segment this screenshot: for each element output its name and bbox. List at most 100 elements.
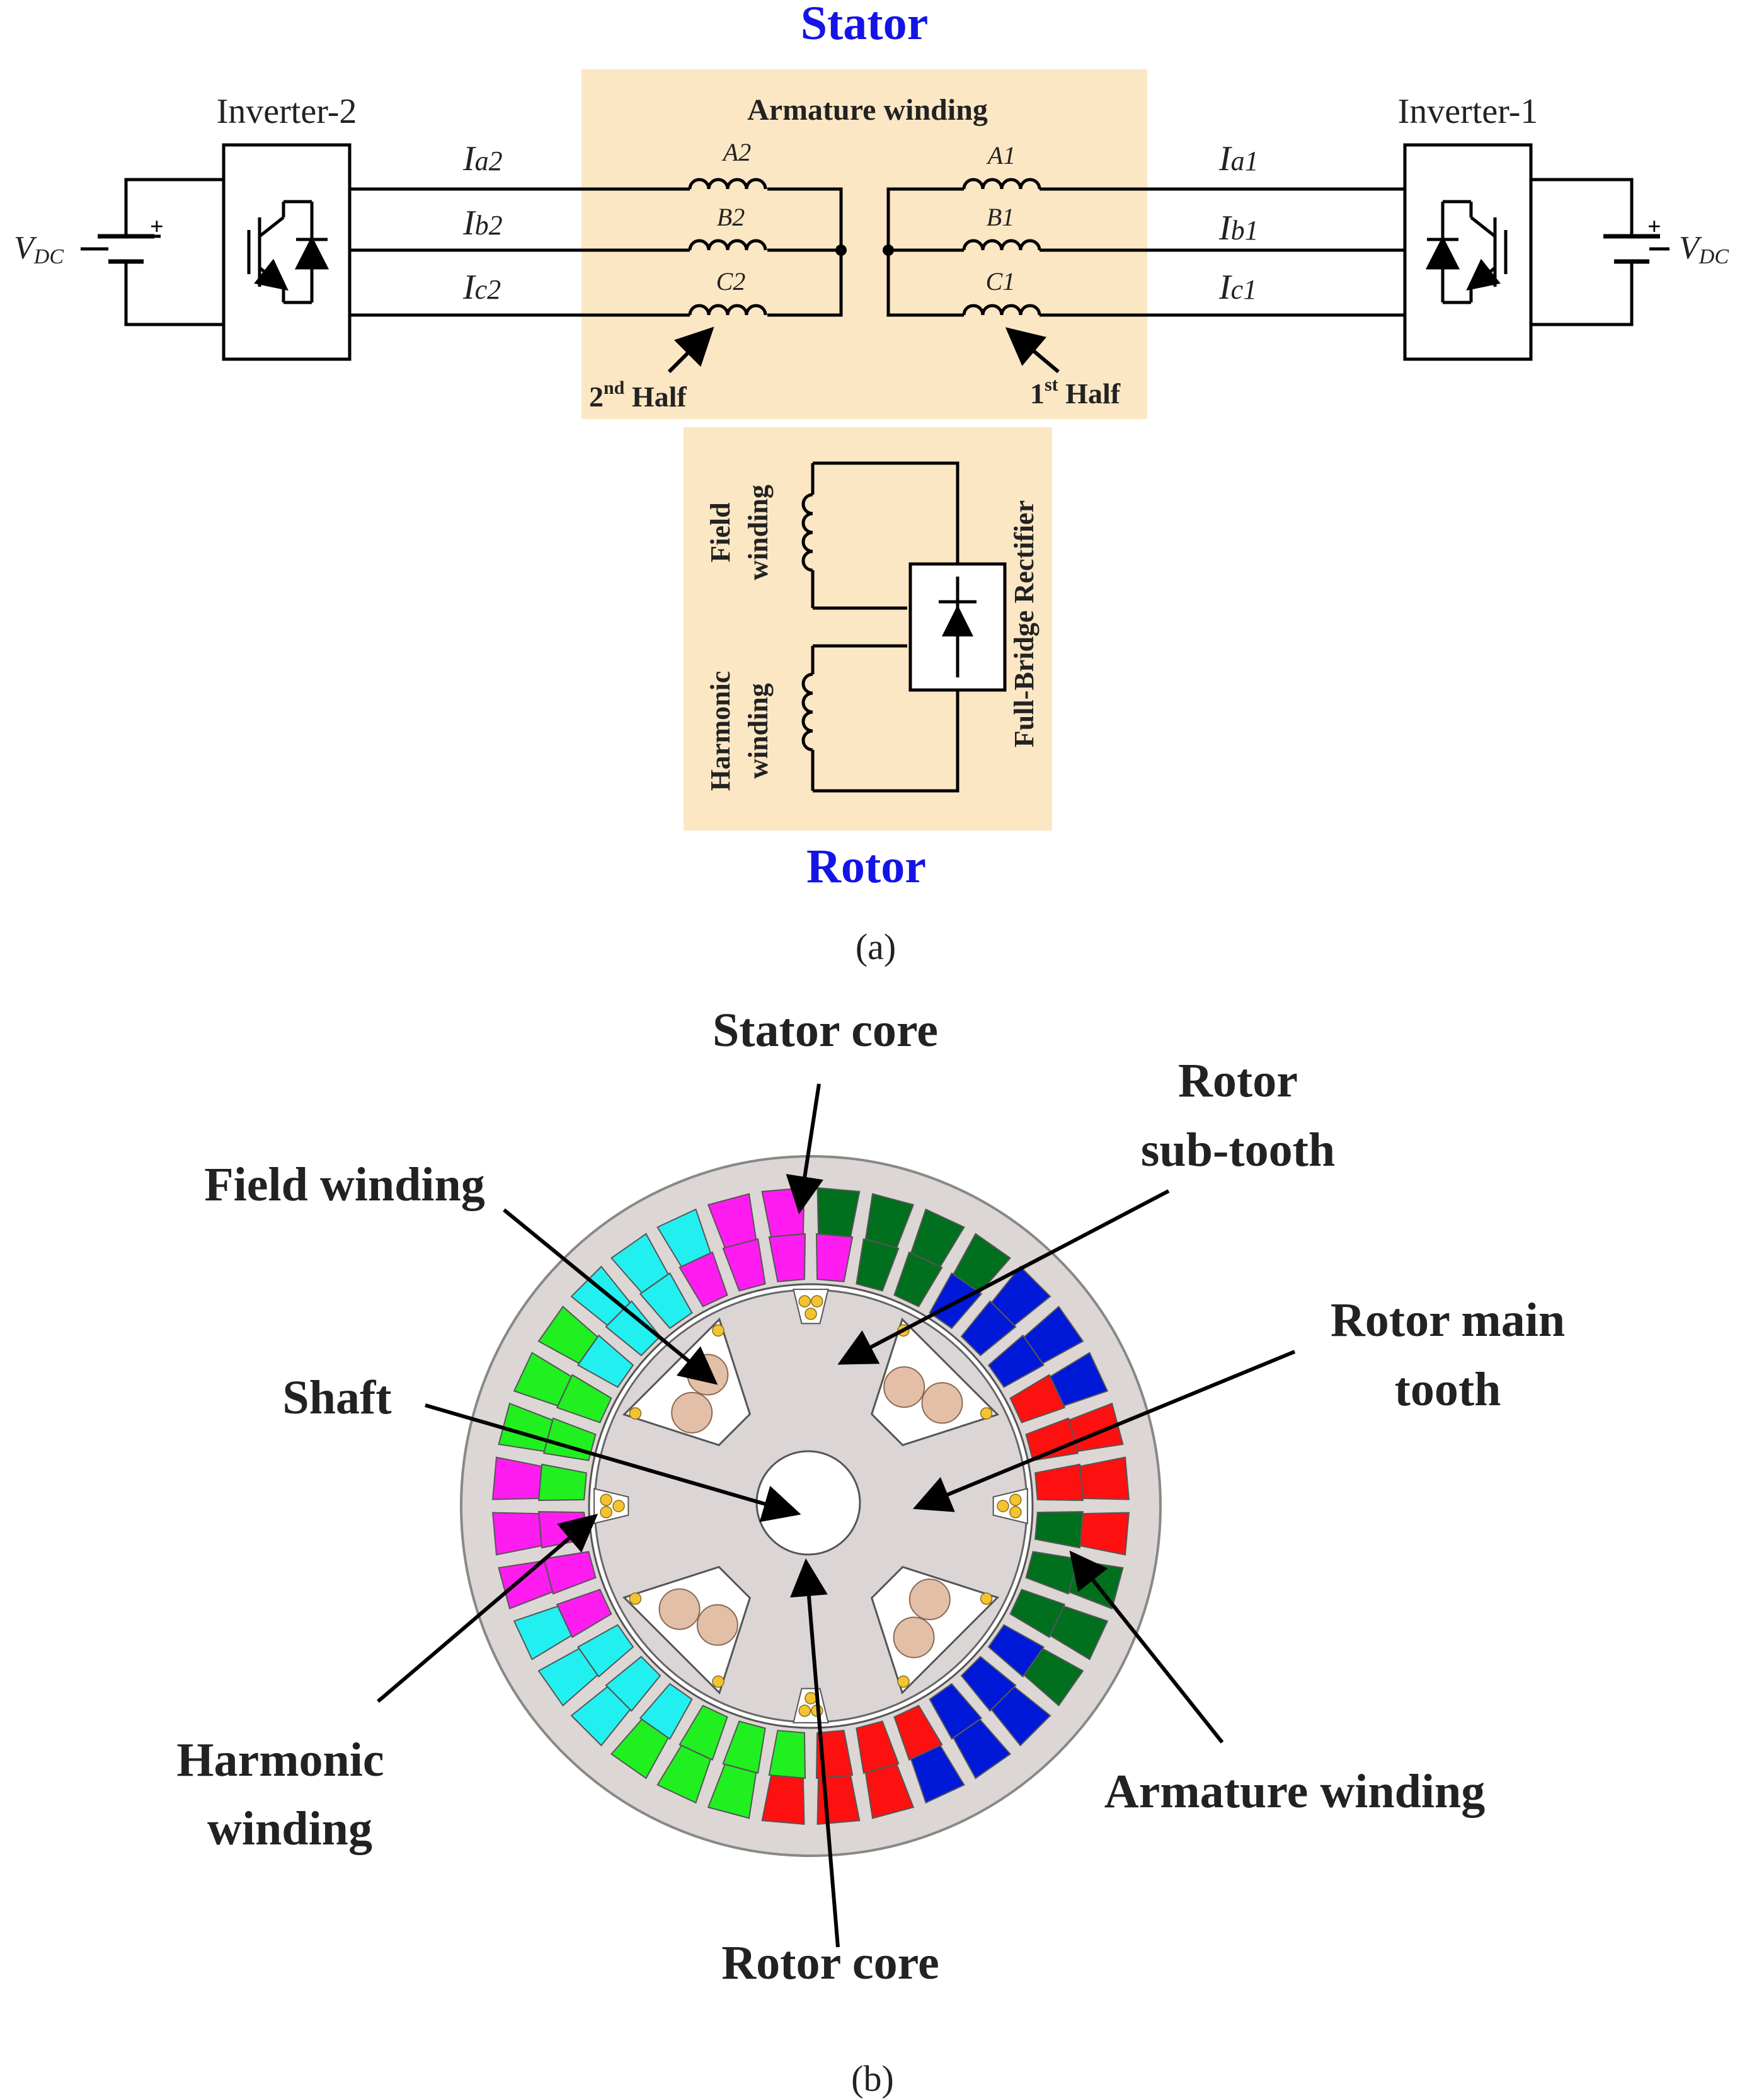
field-conductor bbox=[658, 1588, 701, 1630]
harmonic-conductor bbox=[612, 1500, 625, 1512]
armature-conductor bbox=[679, 1251, 728, 1308]
rotor-sub-tooth-label-1: Rotor bbox=[1178, 1054, 1298, 1107]
armature-conductor bbox=[864, 1763, 915, 1819]
coil-label-c1: C1 bbox=[986, 267, 1016, 296]
armature-conductor bbox=[893, 1705, 943, 1761]
half-2-label: 2nd Half bbox=[589, 377, 687, 413]
harmonic-winding-label-2: winding bbox=[207, 1802, 372, 1855]
harmonic-coil bbox=[801, 672, 813, 752]
armature-conductor bbox=[605, 1300, 662, 1357]
armature-conductor bbox=[605, 1655, 662, 1712]
field-conductor bbox=[671, 1391, 713, 1434]
harmonic-conductor bbox=[997, 1500, 1009, 1512]
harmonic-conductor bbox=[805, 1308, 817, 1320]
field-coil bbox=[801, 493, 813, 572]
current-ic2: Ic2 bbox=[462, 268, 501, 307]
rotor-main-tooth-label-1: Rotor main bbox=[1331, 1294, 1565, 1347]
armature-slots bbox=[492, 1187, 1130, 1825]
inverter-2-label: Inverter-2 bbox=[217, 92, 357, 131]
stator-core-label: Stator core bbox=[713, 1004, 938, 1057]
plus-sign-left: + bbox=[150, 214, 164, 240]
rotor-core-label: Rotor core bbox=[721, 1936, 939, 1989]
armature-winding-heading: Armature winding bbox=[747, 93, 988, 127]
harmonic-conductor bbox=[798, 1295, 811, 1308]
armature-conductor bbox=[707, 1193, 757, 1249]
armature-conductor bbox=[1009, 1589, 1066, 1638]
armature-conductor bbox=[987, 1334, 1045, 1388]
armature-conductor bbox=[1023, 1306, 1084, 1364]
armature-conductor bbox=[656, 1744, 712, 1804]
armature-conductor bbox=[537, 1648, 598, 1706]
caption-b: (b) bbox=[851, 2058, 894, 2099]
dc-source-right bbox=[1531, 178, 1670, 326]
armature-conductor bbox=[990, 1686, 1051, 1747]
field-conductor bbox=[893, 1616, 935, 1659]
coil-label-b2: B2 bbox=[717, 203, 745, 231]
figure-b-labels: Stator core Rotor sub-tooth Field windin… bbox=[176, 1004, 1565, 1989]
half-1-arrow bbox=[1005, 327, 1060, 374]
armature-conductor bbox=[893, 1251, 943, 1308]
armature-conductor bbox=[639, 1682, 693, 1740]
inverter-1-label: Inverter-1 bbox=[1398, 92, 1538, 131]
armature-conductor bbox=[722, 1238, 766, 1292]
armature-conductor bbox=[1023, 1648, 1084, 1706]
rotor-sub-tooth-label-2: sub-tooth bbox=[1141, 1124, 1335, 1176]
field-conductor bbox=[696, 1604, 738, 1646]
armature-conductor bbox=[856, 1720, 900, 1774]
armature-conductor bbox=[929, 1682, 983, 1740]
current-ia2: Ia2 bbox=[462, 139, 503, 178]
armature-conductor bbox=[815, 1233, 854, 1282]
armature-conductor bbox=[498, 1560, 554, 1610]
harmonic-conductor bbox=[897, 1675, 910, 1688]
armature-conductor bbox=[768, 1730, 806, 1779]
armature-conductor bbox=[576, 1334, 634, 1388]
harmonic-conductor bbox=[712, 1324, 724, 1337]
current-ia1: Ia1 bbox=[1218, 139, 1259, 178]
current-ib1: Ib1 bbox=[1218, 209, 1259, 248]
stator-core-arrow bbox=[786, 1083, 823, 1214]
armature-conductor bbox=[910, 1208, 965, 1268]
rotor-main-tooth-arrow bbox=[912, 1350, 1296, 1512]
harmonic-conductor bbox=[980, 1407, 993, 1420]
armature-conductor bbox=[910, 1744, 965, 1804]
current-ic1: Ic1 bbox=[1218, 268, 1257, 307]
armature-conductor bbox=[610, 1233, 669, 1294]
harmonic-conductor bbox=[1009, 1493, 1022, 1507]
shaft-arrow bbox=[425, 1403, 801, 1522]
armature-conductor bbox=[570, 1265, 631, 1326]
rotor-core-arrow bbox=[790, 1558, 840, 1948]
armature-conductor bbox=[492, 1512, 542, 1556]
armature-conductor bbox=[1009, 1374, 1066, 1423]
plus-sign-right: + bbox=[1647, 214, 1661, 240]
harmonic-winding-label-2: winding bbox=[743, 683, 774, 779]
inverter-1-box bbox=[1403, 143, 1533, 361]
armature-conductor bbox=[610, 1718, 669, 1780]
caption-a: (a) bbox=[856, 926, 896, 967]
armature-conductor bbox=[556, 1374, 612, 1423]
field-winding-arrow bbox=[503, 1208, 718, 1385]
rectifier-diode bbox=[942, 605, 973, 636]
vdc-left: VDC bbox=[14, 230, 64, 268]
rotor-sub-tooth-arrow bbox=[837, 1189, 1170, 1365]
shaft bbox=[755, 1450, 861, 1556]
armature-conductor bbox=[570, 1686, 631, 1747]
harmonic-conductor bbox=[629, 1407, 642, 1420]
current-ib2: Ib2 bbox=[462, 204, 503, 243]
armature-conductor bbox=[538, 1463, 587, 1502]
armature-conductor bbox=[815, 1730, 854, 1779]
field-slot bbox=[622, 1565, 752, 1695]
figure-b-leader-lines bbox=[377, 1083, 1296, 1948]
rotor-circuit bbox=[811, 461, 1007, 793]
armature-winding-arrow bbox=[1069, 1550, 1224, 1744]
shaft-label: Shaft bbox=[282, 1371, 391, 1424]
field-winding-label-2: winding bbox=[743, 485, 774, 580]
armature-conductor bbox=[556, 1589, 612, 1638]
armature-conductor bbox=[1049, 1605, 1109, 1660]
field-slot bbox=[870, 1565, 1000, 1695]
field-slot bbox=[870, 1317, 1000, 1447]
armature-conductor bbox=[1034, 1510, 1084, 1549]
coils-right bbox=[962, 178, 1041, 316]
armature-conductor bbox=[1025, 1551, 1079, 1595]
armature-conductor bbox=[679, 1705, 728, 1761]
